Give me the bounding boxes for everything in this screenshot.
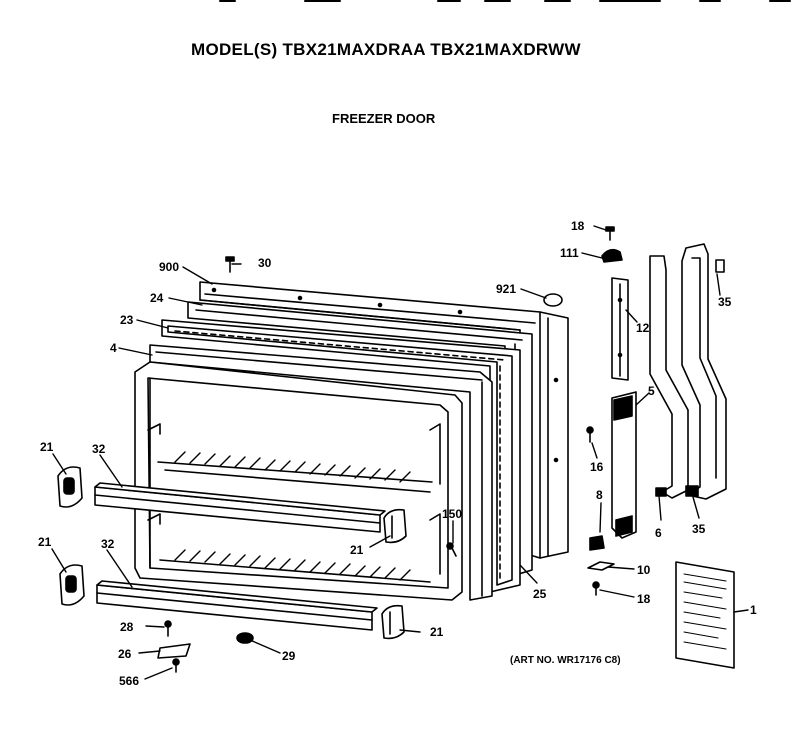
callout-18-bottom: 18 bbox=[637, 592, 651, 606]
screw-18-bottom bbox=[593, 582, 599, 595]
handle-6 bbox=[650, 256, 688, 498]
callout-29: 29 bbox=[282, 649, 296, 663]
leader-lines bbox=[52, 226, 748, 679]
plug-29 bbox=[237, 633, 253, 643]
callout-18-top: 18 bbox=[571, 219, 585, 233]
callout-21-left-upper: 21 bbox=[40, 440, 54, 454]
callout-23: 23 bbox=[120, 313, 134, 327]
callout-921: 921 bbox=[496, 282, 517, 296]
hinge-pin-26 bbox=[158, 644, 190, 658]
callout-16: 16 bbox=[590, 460, 604, 474]
callout-900: 900 bbox=[159, 260, 180, 274]
callout-111: 111 bbox=[560, 246, 579, 260]
screw-18-top bbox=[606, 227, 614, 240]
callout-8: 8 bbox=[596, 488, 603, 502]
inner-door-liner bbox=[135, 362, 462, 600]
callout-30: 30 bbox=[258, 256, 272, 270]
callout-24: 24 bbox=[150, 291, 164, 305]
hinge-bracket-5 bbox=[612, 392, 636, 538]
screw-566 bbox=[173, 659, 179, 672]
hinge-cover-111 bbox=[602, 250, 622, 262]
model-title: MODEL(S) TBX21MAXDRAA TBX21MAXDRWW bbox=[191, 40, 581, 59]
bracket-8 bbox=[590, 536, 604, 550]
callout-21-left-lower: 21 bbox=[38, 535, 52, 549]
callout-28: 28 bbox=[120, 620, 134, 634]
callout-5: 5 bbox=[648, 384, 655, 398]
callout-32-lower: 32 bbox=[101, 537, 115, 551]
art-number: (ART NO. WR17176 C8) bbox=[510, 655, 621, 666]
callout-4: 4 bbox=[110, 341, 117, 355]
door-rail-lower-32 bbox=[97, 581, 377, 630]
rail-end-cap-21-left-lower bbox=[60, 565, 84, 605]
callout-32-upper: 32 bbox=[92, 442, 106, 456]
screw-30 bbox=[226, 257, 234, 272]
screw-28 bbox=[165, 621, 171, 636]
callout-25: 25 bbox=[533, 587, 547, 601]
literature-1 bbox=[676, 562, 734, 668]
door-rail-upper-32 bbox=[95, 483, 385, 532]
callout-21-right-upper: 21 bbox=[350, 543, 364, 557]
rail-end-cap-21-right-lower bbox=[382, 606, 404, 639]
callout-150: 150 bbox=[442, 507, 463, 521]
callout-35-bottom: 35 bbox=[692, 522, 706, 536]
cap-35 bbox=[716, 260, 724, 272]
callout-21-right-lower: 21 bbox=[430, 625, 444, 639]
section-title: FREEZER DOOR bbox=[332, 111, 436, 126]
plug-921 bbox=[544, 294, 562, 306]
screw-16 bbox=[587, 427, 593, 442]
callout-566: 566 bbox=[119, 674, 140, 688]
callout-10: 10 bbox=[637, 563, 651, 577]
screw-150 bbox=[447, 543, 456, 556]
callout-26: 26 bbox=[118, 647, 132, 661]
spring-10 bbox=[588, 562, 614, 570]
callout-6: 6 bbox=[655, 526, 662, 540]
handle-35 bbox=[682, 244, 726, 499]
callout-12: 12 bbox=[636, 321, 650, 335]
callout-1: 1 bbox=[750, 603, 757, 617]
hinge-12 bbox=[612, 278, 628, 380]
rail-end-cap-21-right-upper bbox=[384, 510, 406, 543]
callout-35-top: 35 bbox=[718, 295, 732, 309]
rail-end-cap-21-left-upper bbox=[58, 467, 82, 507]
door-gasket-23 bbox=[162, 320, 520, 592]
